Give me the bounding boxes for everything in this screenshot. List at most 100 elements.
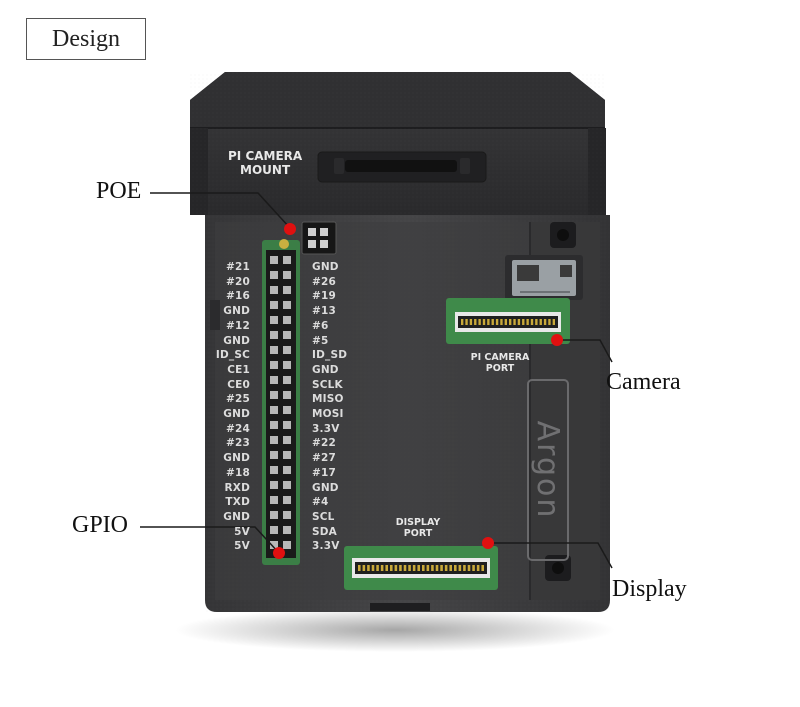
pi-camera-mount-label: PI CAMERA MOUNT (228, 149, 303, 178)
gpio-pin-label-right: GND (312, 481, 339, 494)
poe-header (301, 221, 337, 255)
gpio-pin (283, 436, 291, 444)
gpio-pin-label-left: #12 (225, 319, 250, 332)
connector-tooth (431, 565, 434, 571)
gpio-pin-label-left: 5V (234, 540, 250, 553)
gpio-pin (270, 301, 278, 309)
gpio-pin-label-left: #18 (225, 466, 250, 479)
gpio-pin (283, 346, 291, 354)
screw-hole (210, 300, 220, 330)
connector-tooth (458, 565, 462, 571)
gpio-pin (283, 316, 291, 324)
gpio-pin (270, 541, 278, 549)
gpio-pin-label-left: GND (223, 510, 250, 523)
display-callout-line (490, 542, 613, 569)
gpio-pin-label-right: #6 (312, 319, 329, 332)
connector-tooth (478, 319, 481, 325)
connector-tooth (461, 319, 464, 325)
connector-tooth (380, 565, 384, 571)
gpio-pin-label-left: GND (223, 452, 250, 465)
gpio-pin-label-right: SCLK (312, 378, 343, 391)
connector-tooth (463, 565, 466, 571)
gpio-pin (283, 361, 291, 369)
connector-tooth (385, 565, 388, 571)
display-label: Display (612, 576, 687, 602)
gpio-pin-label-left: #23 (225, 437, 250, 450)
gpio-pin-label-left: 5V (234, 525, 250, 538)
gpio-pin-label-left: GND (223, 334, 250, 347)
svg-text:Argon: Argon (530, 421, 565, 520)
camera-label: Camera (606, 369, 681, 395)
connector-tooth (440, 565, 443, 571)
display-dot (482, 537, 494, 549)
pi-camera-mount-line1: PI CAMERA (228, 149, 303, 163)
gpio-label: GPIO (72, 512, 129, 538)
gpio-pin (283, 301, 291, 309)
connector-tooth (412, 565, 416, 571)
gpio-pin (270, 481, 278, 489)
connector-tooth (435, 565, 439, 571)
callout-lines (140, 192, 613, 569)
connector-tooth (408, 565, 411, 571)
gpio-pin-label-right: ID_SD (312, 349, 348, 362)
gpio-pin-label-right: SCL (312, 510, 335, 523)
gpio-pin (270, 391, 278, 399)
gpio-pin-label-right: #26 (312, 275, 337, 288)
connector-tooth (539, 319, 542, 325)
connector-tooth (509, 319, 512, 325)
connector-tooth (552, 319, 555, 325)
gpio-pin-label-right: #22 (312, 437, 337, 450)
connector-tooth (362, 565, 366, 571)
connector-tooth (517, 319, 521, 325)
connector-tooth (476, 565, 480, 571)
gpio-pin-label-right: #5 (312, 334, 329, 347)
gpio-pin-label-right: #27 (312, 452, 337, 465)
connector-tooth (513, 319, 516, 325)
pi-camera-mount-line2: MOUNT (240, 162, 291, 177)
gpio-pin (270, 256, 278, 264)
display-connector (344, 546, 498, 590)
gpio-pin-label-right: 3.3V (312, 540, 340, 553)
gpio-pin (270, 466, 278, 474)
connector-tooth (449, 565, 452, 571)
connector-tooth (371, 565, 375, 571)
connector-tooth (522, 319, 525, 325)
gpio-pin (283, 331, 291, 339)
gpio-pin (270, 421, 278, 429)
camera-connector (446, 298, 570, 344)
gpio-pin-label-right: SDA (312, 525, 338, 538)
connector-tooth (469, 319, 473, 325)
connector-tooth (472, 565, 475, 571)
pi-camera-port-line1: PI CAMERA (470, 352, 530, 363)
gpio-pin (283, 511, 291, 519)
connector-tooth (500, 319, 503, 325)
connector-tooth (495, 319, 499, 325)
gpio-pin (270, 511, 278, 519)
gpio-pin (270, 496, 278, 504)
gpio-pin-label-left: ID_SC (215, 349, 250, 362)
display-port-label: DISPLAY PORT (390, 517, 446, 540)
gpio-pin (270, 361, 278, 369)
connector-tooth (376, 565, 379, 571)
connector-tooth (467, 565, 471, 571)
gpio-header (262, 239, 300, 565)
gpio-pin (283, 286, 291, 294)
gpio-pin (270, 406, 278, 414)
gpio-pin-label-left: GND (223, 305, 250, 318)
connector-tooth (487, 319, 490, 325)
gpio-pin (270, 316, 278, 324)
brand-engraving: Argon (527, 379, 569, 561)
gpio-pin (270, 346, 278, 354)
gpio-pin-label-right: #17 (312, 466, 337, 479)
gpio-callout-line (140, 526, 280, 554)
gpio-pin-label-left: #25 (225, 393, 250, 406)
gpio-pin-label-left: #24 (225, 422, 250, 435)
connector-tooth (491, 319, 494, 325)
gpio-pin-label-left: GND (223, 408, 250, 420)
gpio-pin-label-left: #21 (225, 261, 250, 273)
gpio-pin-label-right: MISO (312, 393, 344, 406)
gpio-pin (283, 406, 291, 414)
connector-tooth (367, 565, 370, 571)
display-port-line2: PORT (403, 527, 433, 539)
